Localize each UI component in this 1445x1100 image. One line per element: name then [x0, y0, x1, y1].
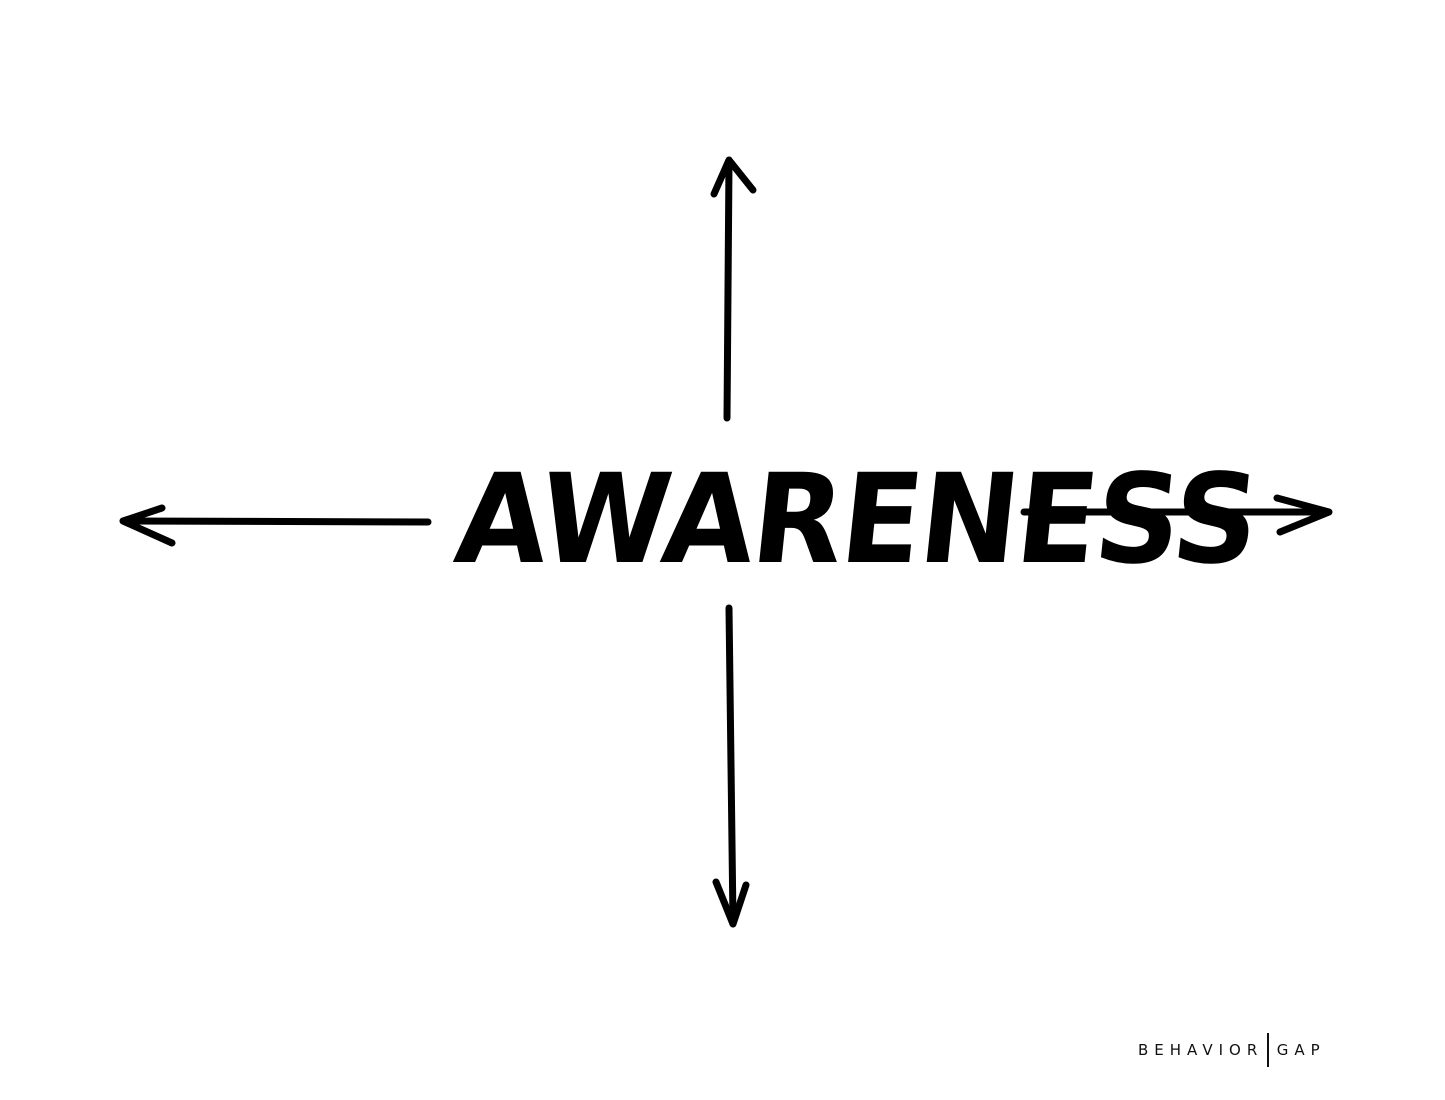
arrow-down — [712, 604, 750, 928]
arrow-right — [1020, 494, 1333, 536]
logo-divider — [1267, 1033, 1269, 1067]
behavior-gap-logo: BEHAVIOR GAP — [1138, 1030, 1326, 1070]
arrow-up — [710, 156, 757, 422]
arrow-left — [119, 504, 432, 547]
logo-left-text: BEHAVIOR — [1138, 1041, 1264, 1059]
awareness-label: AWARENESS — [449, 446, 1265, 592]
logo-right-text: GAP — [1276, 1041, 1326, 1059]
